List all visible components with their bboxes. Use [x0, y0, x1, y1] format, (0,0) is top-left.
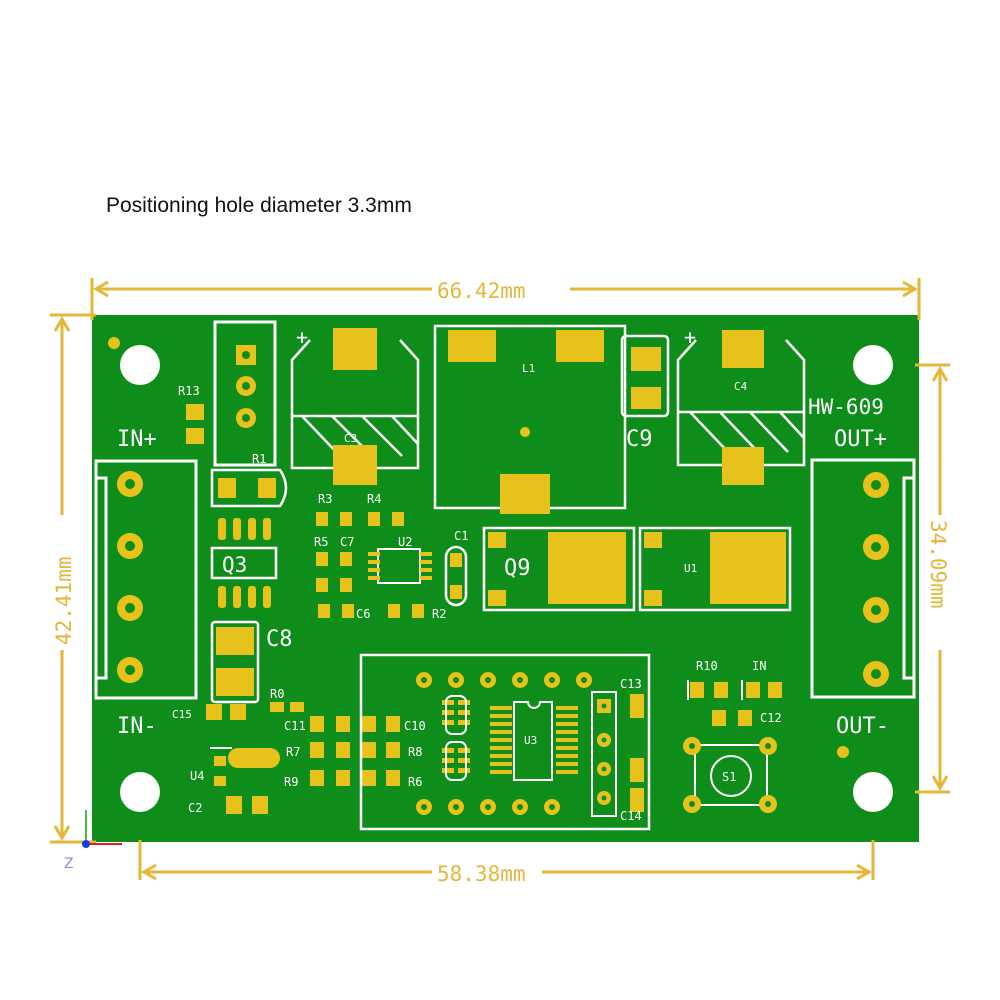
header-4pin: [591, 691, 617, 817]
label-s1: S1: [722, 770, 736, 784]
label-c2: C2: [188, 801, 202, 815]
label-r1: R1: [252, 452, 266, 466]
small-soic: [442, 700, 470, 773]
dim-height-right: 34.09mm: [926, 520, 950, 609]
label-in-minus: IN-: [117, 714, 157, 739]
label-c9: C9: [626, 427, 653, 452]
label-plus-c4: +: [684, 325, 696, 349]
label-c12: C12: [760, 711, 782, 725]
label-r5: R5: [314, 535, 328, 549]
axis-indicator: Z: [64, 810, 122, 872]
label-c14: C14: [620, 809, 642, 823]
label-out-minus: OUT-: [836, 714, 889, 739]
mounting-holes: [108, 337, 893, 812]
title-caption: Positioning hole diameter 3.3mm: [106, 194, 412, 217]
label-out-plus: OUT+: [834, 427, 887, 452]
label-r6: R6: [408, 775, 422, 789]
label-u3: U3: [524, 734, 537, 747]
label-in: IN: [752, 659, 766, 673]
label-r13: R13: [178, 384, 200, 398]
label-r4: R4: [367, 492, 381, 506]
capacitor-c8: [210, 620, 260, 704]
label-u4: U4: [190, 769, 204, 783]
dim-width-top: 66.42mm: [437, 279, 526, 303]
label-u2: U2: [398, 535, 412, 549]
label-r8: R8: [408, 745, 422, 759]
mcu-module-outline: [359, 653, 651, 831]
label-in-plus: IN+: [117, 427, 157, 452]
smd-pads-upper: [316, 512, 424, 618]
label-c11: C11: [284, 719, 306, 733]
u4-crystal: [210, 747, 280, 786]
label-c13: C13: [620, 677, 642, 691]
q9-transistor: [482, 526, 636, 612]
capacitor-c9: [620, 334, 670, 418]
label-q3: Q3: [222, 553, 247, 577]
label-u1: U1: [684, 562, 697, 575]
label-model: HW-609: [808, 395, 884, 419]
input-terminal: [94, 459, 198, 700]
q3-footprint: [218, 518, 271, 608]
label-plus-c3: +: [296, 325, 308, 349]
u1-regulator: [638, 526, 792, 612]
label-c4: C4: [734, 380, 748, 393]
dimension-lines: [50, 278, 950, 881]
label-r9: R9: [284, 775, 298, 789]
label-r2: R2: [432, 607, 446, 621]
dim-height-left: 42.41mm: [52, 556, 76, 645]
label-c7: C7: [340, 535, 354, 549]
dim-width-bottom: 58.38mm: [437, 862, 526, 886]
axis-z-label: Z: [64, 856, 74, 872]
label-r10: R10: [696, 659, 718, 673]
u2-chip: [368, 548, 432, 584]
label-r3: R3: [318, 492, 332, 506]
label-c6: C6: [356, 607, 370, 621]
smd-pads-left: [206, 702, 304, 814]
r1-footprint: [210, 468, 288, 508]
c13-c14-pads: [630, 694, 644, 812]
output-terminal: [810, 458, 916, 699]
label-c1: C1: [454, 529, 468, 543]
label-c8: C8: [266, 627, 293, 652]
module-pins: [416, 672, 592, 815]
label-c10: C10: [404, 719, 426, 733]
smd-pads-right: [690, 682, 782, 726]
label-q9: Q9: [504, 556, 531, 581]
u3-chip: [490, 701, 578, 781]
label-c15: C15: [172, 708, 192, 721]
header-3pin: [213, 320, 277, 467]
label-r7: R7: [286, 745, 300, 759]
label-r0: R0: [270, 687, 284, 701]
capacitor-c1: [444, 545, 468, 607]
label-l1: L1: [522, 362, 535, 375]
inductor-l1: [433, 324, 627, 514]
label-c3: C3: [344, 432, 357, 445]
smd-pads-lower: [310, 716, 400, 786]
s1-button: [683, 737, 777, 813]
